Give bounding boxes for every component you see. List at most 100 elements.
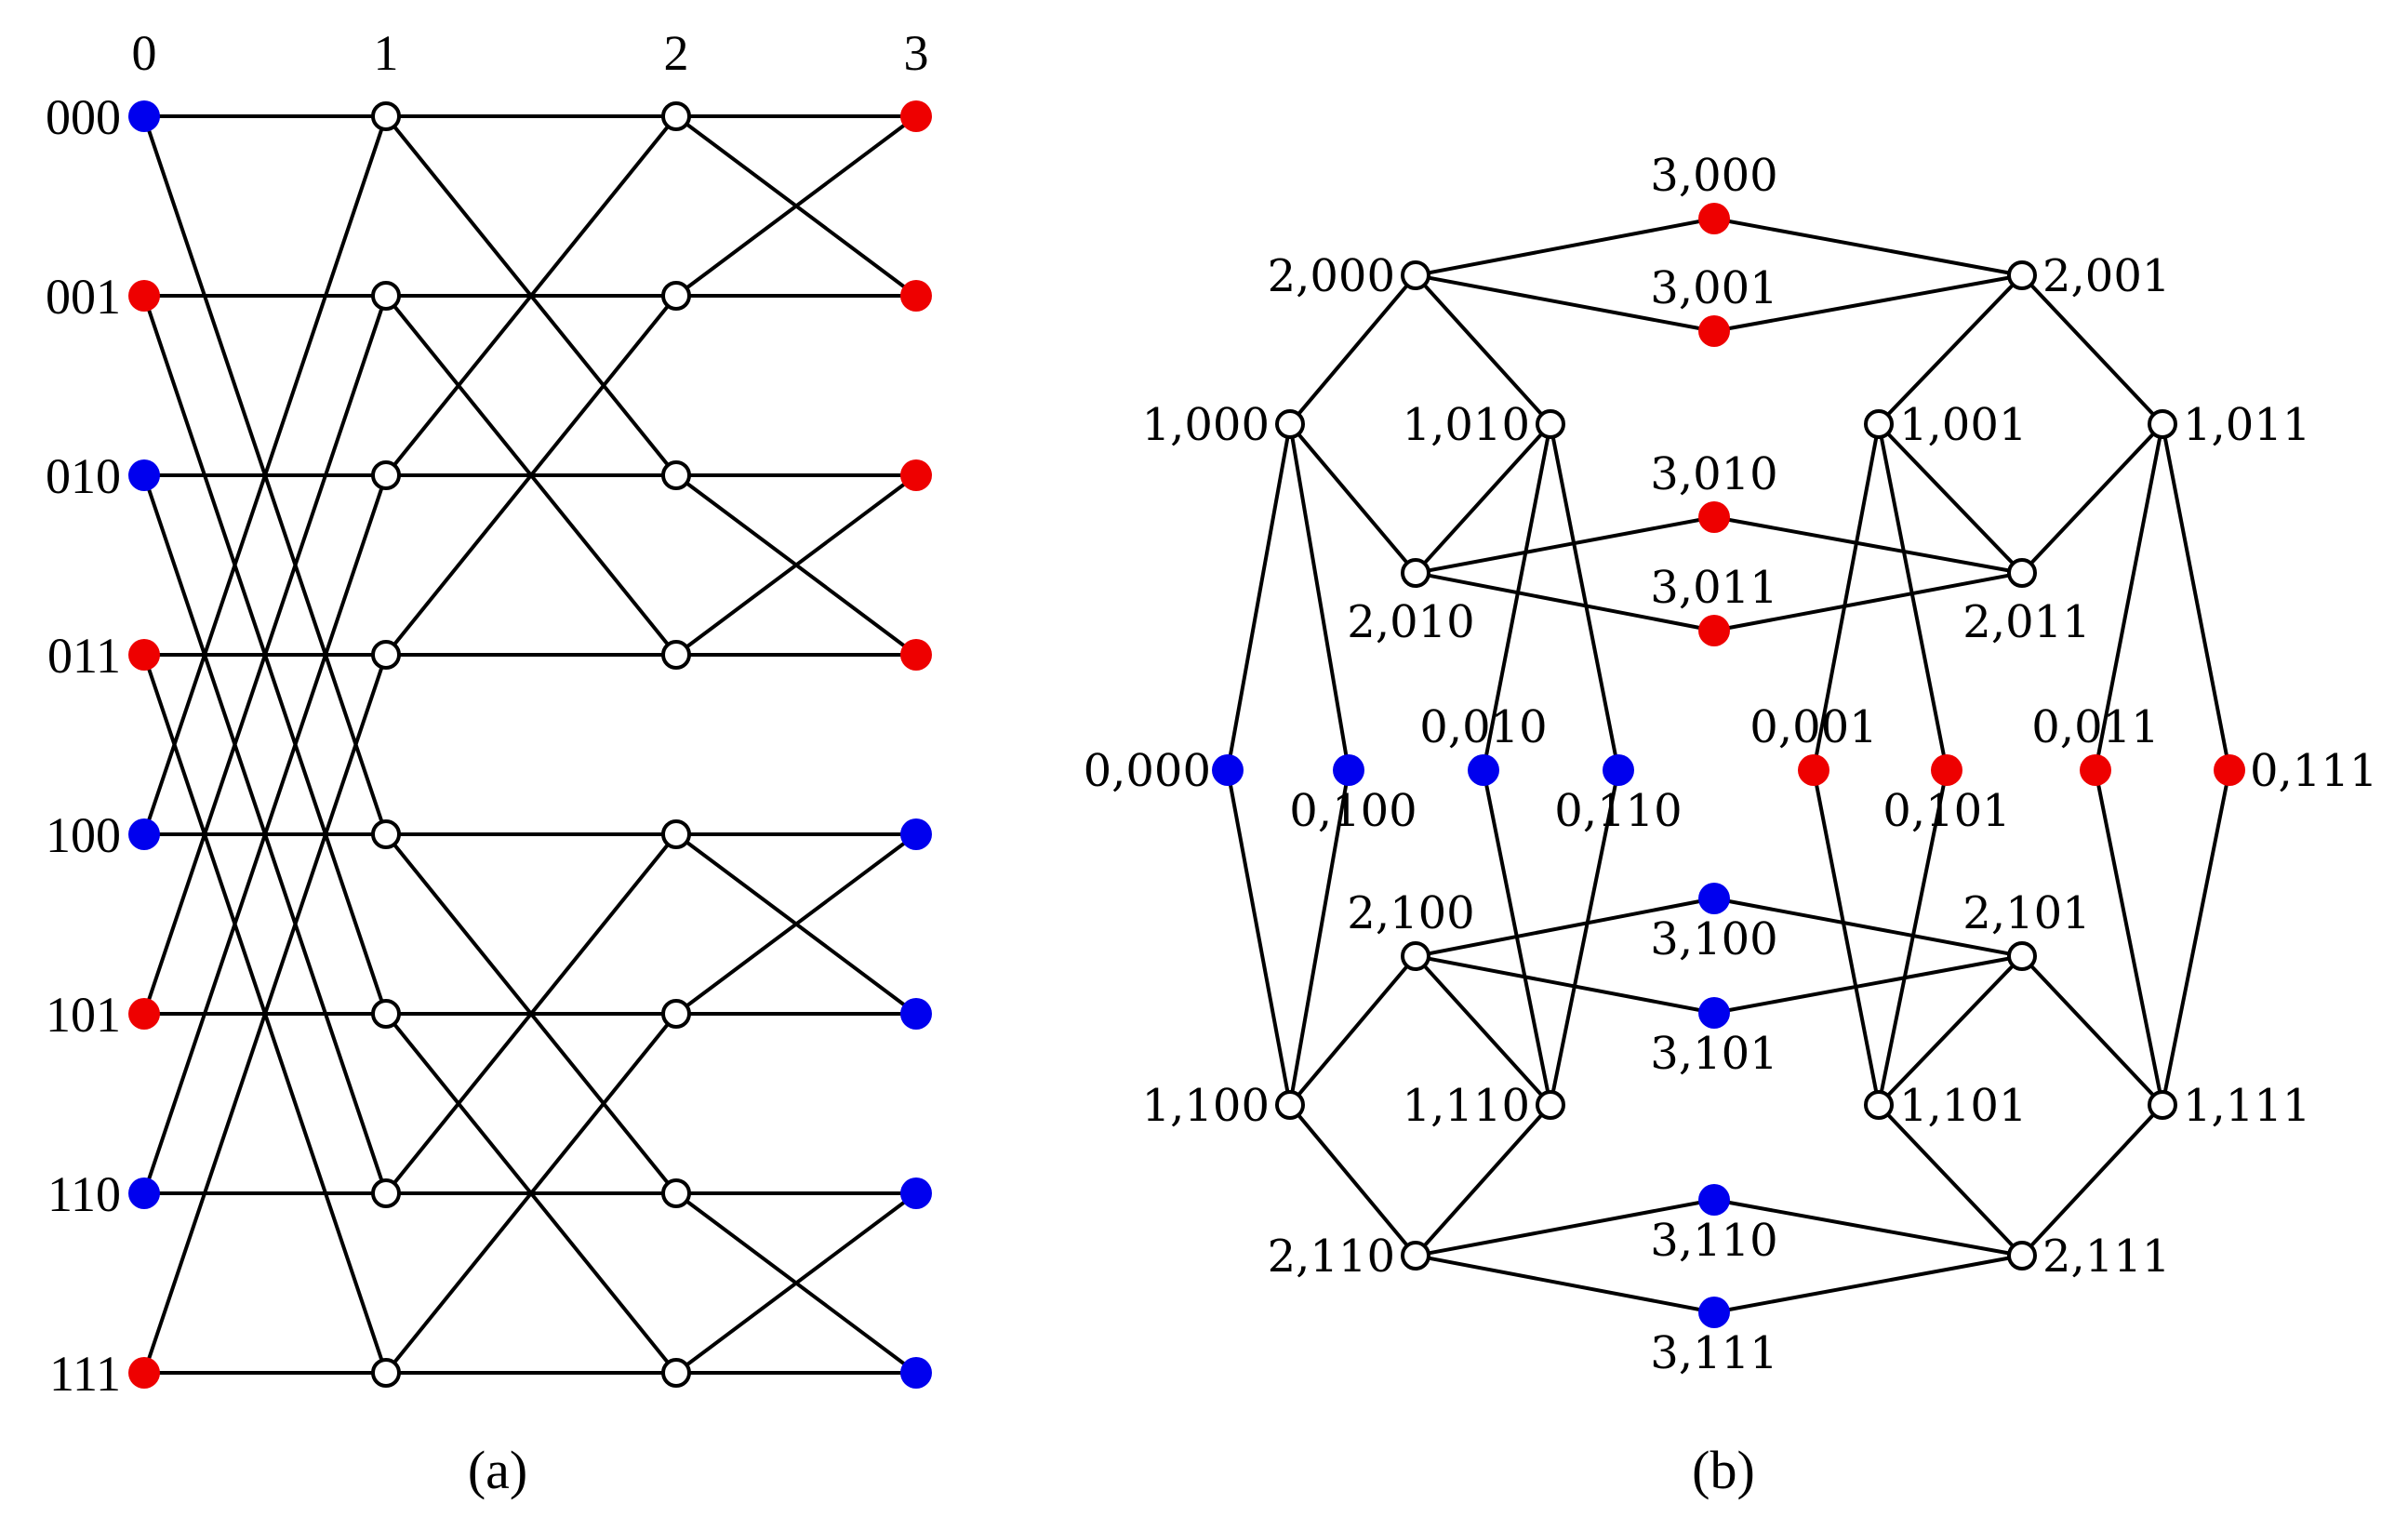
butterfly-node <box>661 1358 691 1388</box>
butterfly-node <box>900 280 932 312</box>
graph-node-label: 0,101 <box>1882 785 2010 837</box>
butterfly-edge-cross <box>674 832 918 1016</box>
row-label: 101 <box>46 987 121 1043</box>
graph-node <box>1275 1090 1305 1120</box>
butterfly-node <box>128 818 160 850</box>
graph-node-label: 2,000 <box>1268 250 1395 302</box>
graph-edge <box>1226 423 1292 771</box>
butterfly-node <box>661 460 691 490</box>
graph-edge <box>2161 769 2231 1106</box>
butterfly-edge-cross <box>384 114 678 477</box>
butterfly-node <box>900 639 932 671</box>
butterfly-node <box>661 999 691 1029</box>
graph-node <box>1798 754 1829 786</box>
graph-edge <box>2094 423 2164 771</box>
graph-edge <box>2020 422 2164 575</box>
butterfly-node <box>661 1178 691 1208</box>
graph-edge <box>1415 273 1715 333</box>
caption-a: (a) <box>468 1440 527 1500</box>
graph-node-label: 2,001 <box>2042 250 2170 302</box>
butterfly-node <box>371 819 401 849</box>
butterfly-node <box>128 100 160 132</box>
graph-node <box>2007 260 2037 290</box>
graph-node <box>2007 1241 2037 1271</box>
graph-edge <box>1549 423 1620 771</box>
row-label: 010 <box>46 448 121 504</box>
graph-edge <box>2161 423 2231 771</box>
graph-node <box>1401 1241 1430 1271</box>
graph-node-label: 2,011 <box>1962 596 2090 648</box>
graph-edge <box>2094 769 2164 1106</box>
butterfly-node <box>371 281 401 311</box>
graph-edge <box>1549 769 1620 1106</box>
butterfly-node <box>128 1357 160 1389</box>
graph-edge <box>1414 954 1552 1107</box>
graph-node-label: 0,110 <box>1554 785 1682 837</box>
butterfly-node <box>661 281 691 311</box>
graph-edge <box>1877 1103 2024 1257</box>
graph-node-label: 1,101 <box>1899 1080 2027 1132</box>
row-label: 001 <box>46 269 121 325</box>
graph-node <box>1931 754 1962 786</box>
graph-node-label: 1,010 <box>1403 399 1530 451</box>
graph-edge <box>1415 954 1715 1015</box>
row-label: 011 <box>47 628 121 684</box>
graph-edge <box>1713 571 2023 632</box>
row-label: 100 <box>46 807 121 863</box>
graph-node-label: 2,010 <box>1347 596 1474 648</box>
butterfly-edge-cross <box>674 473 918 657</box>
butterfly-node <box>661 819 691 849</box>
graph-node-label: 1,011 <box>2183 399 2310 451</box>
graph-node <box>1698 615 1730 646</box>
graph-node <box>1698 997 1730 1029</box>
butterfly-edge-cross <box>142 115 388 835</box>
graph-node-label: 3,011 <box>1650 562 1777 614</box>
butterfly-node <box>371 460 401 490</box>
butterfly-edge-cross <box>384 1012 678 1375</box>
graph-edge <box>1713 897 2023 958</box>
butterfly-node <box>371 1178 401 1208</box>
graph-node <box>1536 1090 1565 1120</box>
graph-edge <box>1415 217 1715 277</box>
level-label: 3 <box>904 25 929 81</box>
graph-node-label: 3,010 <box>1650 448 1777 500</box>
graph-node-label: 0,100 <box>1289 785 1417 837</box>
graph-node-label: 2,110 <box>1268 1231 1395 1283</box>
graph-edge <box>1713 515 2023 575</box>
butterfly-edge-cross <box>674 1191 918 1375</box>
butterfly-edge-cross <box>674 114 918 298</box>
level-label: 2 <box>664 25 689 81</box>
butterfly-node <box>900 998 932 1030</box>
butterfly-node <box>371 101 401 131</box>
graph-edge <box>1415 897 1715 958</box>
graph-node-label: 2,111 <box>2042 1231 2170 1283</box>
graph-edge <box>1414 422 1552 575</box>
graph-node <box>1698 315 1730 347</box>
butterfly-edge-cross <box>142 295 388 1015</box>
row-label: 111 <box>49 1346 121 1402</box>
graph-node-label: 0,000 <box>1084 745 1211 797</box>
graph-node-label: 1,001 <box>1899 399 2027 451</box>
graph-edge <box>1713 1198 2023 1257</box>
graph-nodes <box>1212 203 2245 1328</box>
graph-node <box>1401 558 1430 588</box>
graph-node-label: 3,111 <box>1650 1327 1777 1379</box>
graph-edge <box>1415 571 1715 632</box>
graph-edge <box>1877 273 2024 426</box>
graph-node-label: 3,001 <box>1650 262 1777 314</box>
graph-node-label: 1,100 <box>1142 1080 1270 1132</box>
graph-edge <box>1288 954 1417 1107</box>
graph-node-label: 3,101 <box>1650 1028 1777 1080</box>
butterfly-node <box>128 280 160 312</box>
graph-node <box>1603 754 1634 786</box>
graph-edge <box>1226 769 1292 1106</box>
butterfly-node <box>128 459 160 491</box>
butterfly-node <box>900 1357 932 1389</box>
graph-node <box>2148 1090 2177 1120</box>
graph-edge <box>1414 273 1552 426</box>
butterfly-nodes <box>128 100 932 1389</box>
butterfly-node <box>371 640 401 670</box>
